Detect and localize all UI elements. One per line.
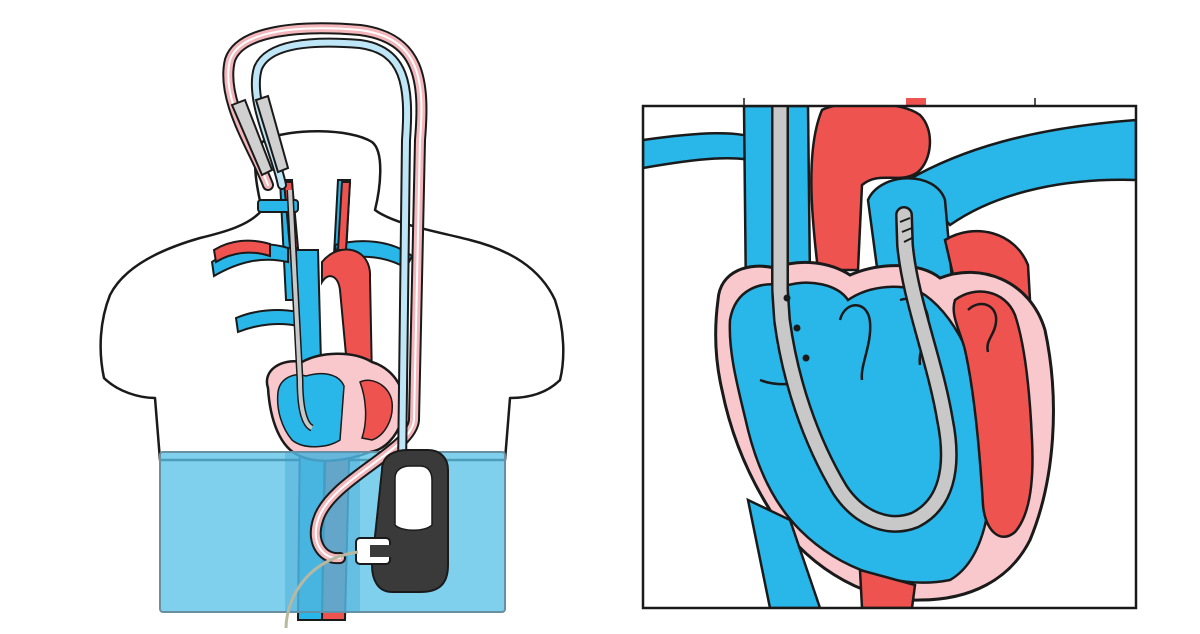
left-ventricle-detail (952, 290, 1034, 538)
catheter-side-holes (783, 294, 810, 362)
internal-catheter-small-fill (288, 189, 314, 430)
torso-heart (265, 352, 406, 462)
descending-aorta-detail (858, 568, 917, 608)
catheter-tip-markers (899, 217, 913, 243)
left-ventricle-small (359, 379, 393, 441)
right-ventricle-small (276, 372, 345, 448)
heart-detail-panel (641, 98, 1138, 610)
aorta-exit-stub (906, 98, 926, 107)
torso-overview-panel (99, 22, 565, 629)
inferior-vena-cava-detail (746, 497, 822, 608)
left-artery-branch (212, 239, 271, 264)
driveline-cable (284, 550, 359, 629)
aorta-detail (810, 106, 932, 272)
torso-silhouette (99, 130, 565, 462)
catheter-detail-fill (773, 106, 956, 531)
frame-top-ticks (743, 98, 1036, 106)
vein-right-top (906, 118, 1136, 227)
detail-frame (641, 104, 1138, 610)
pump-device-icon (355, 449, 449, 593)
